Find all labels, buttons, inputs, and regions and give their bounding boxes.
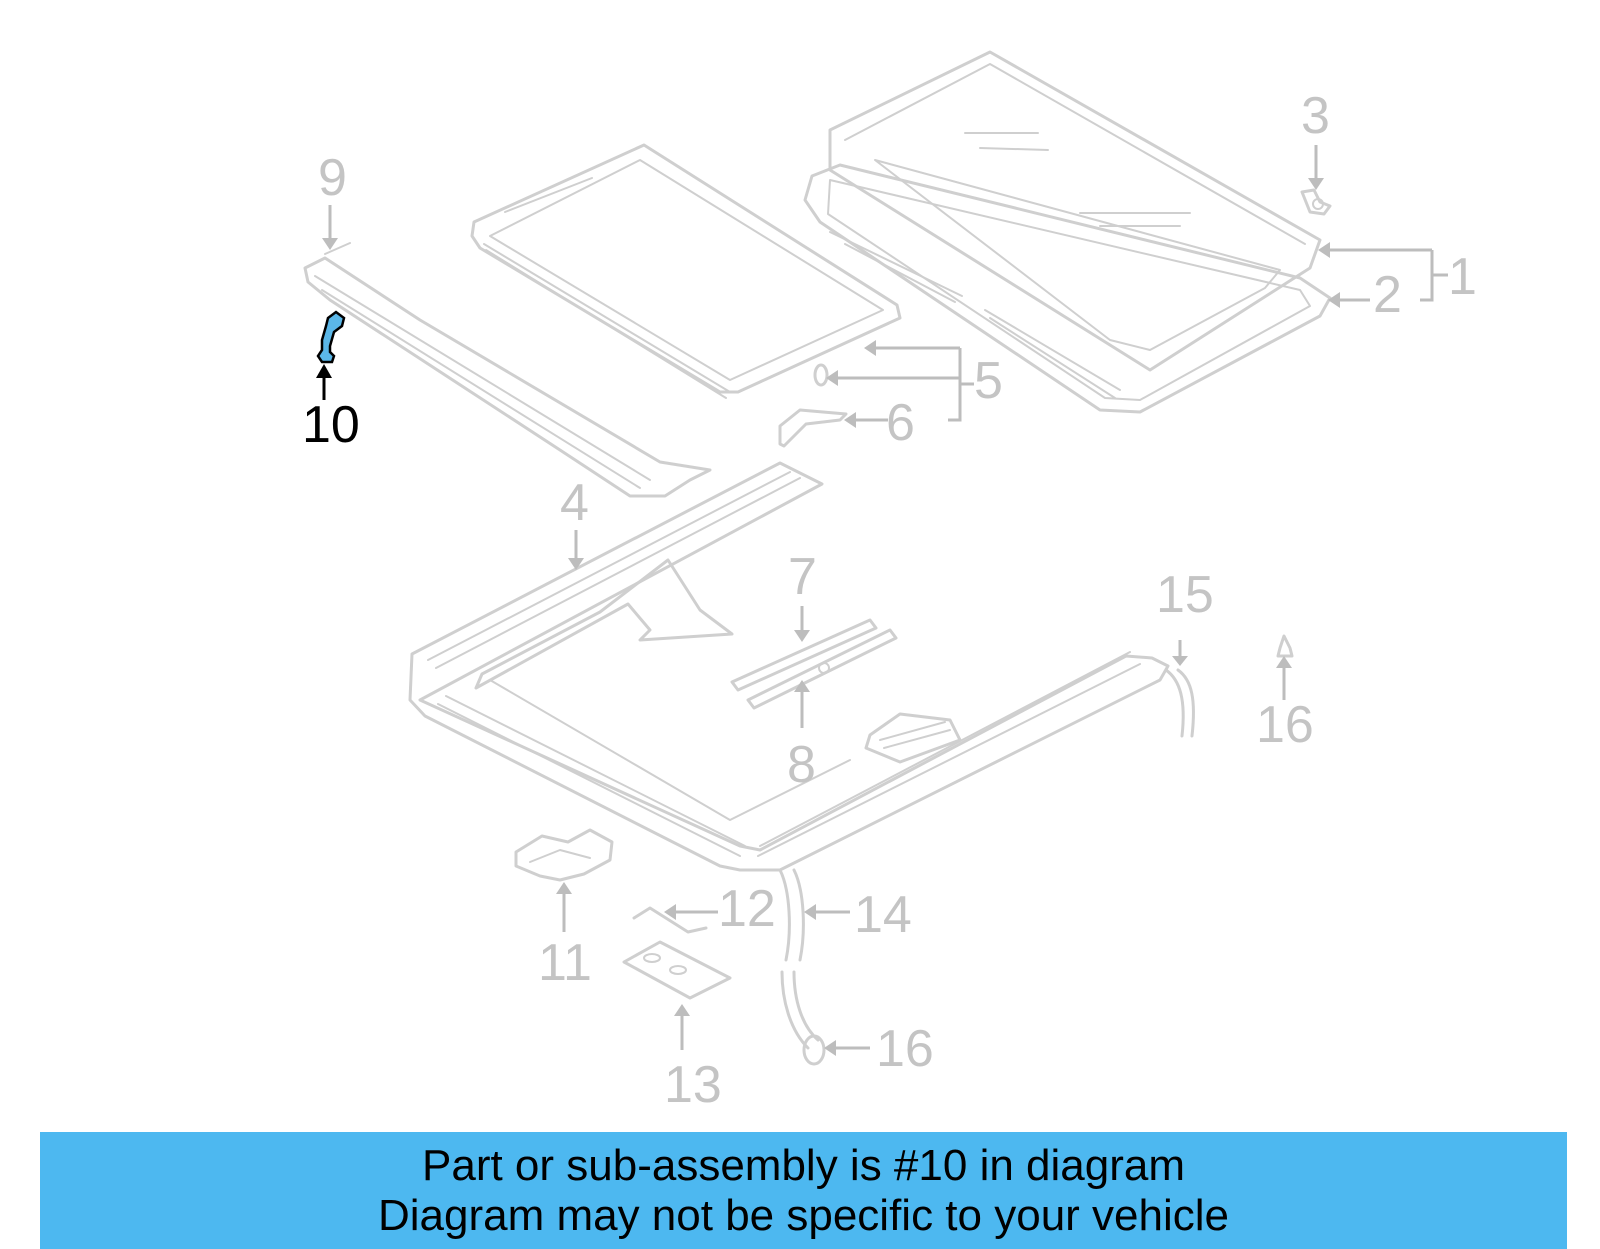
- callout-16-right: 16: [1256, 696, 1314, 754]
- callout-5: 5: [974, 352, 1003, 410]
- clip-part: [813, 363, 829, 387]
- deflector-rail: [303, 242, 712, 498]
- handle-part: [778, 408, 848, 448]
- callout-13: 13: [664, 1056, 722, 1114]
- drain-hose-part: [1164, 668, 1195, 738]
- sunroof-frame: [408, 461, 1170, 872]
- highlighted-part-10: [316, 310, 346, 364]
- glass-panel-assembly: [803, 50, 1332, 414]
- cable-part: [632, 906, 708, 934]
- callout-15: 15: [1156, 566, 1214, 624]
- callout-2: 2: [1373, 266, 1402, 324]
- callout-3: 3: [1301, 87, 1330, 145]
- callout-1: 1: [1448, 248, 1477, 306]
- bolt-part: [1300, 188, 1332, 216]
- leader-lines: [316, 145, 1448, 1056]
- callout-8: 8: [787, 736, 816, 794]
- banner-line-1: Part or sub-assembly is #10 in diagram: [422, 1140, 1185, 1190]
- lower-drain-hose: [778, 868, 826, 1066]
- callout-7: 7: [788, 548, 817, 606]
- guide-rails: [730, 618, 898, 710]
- callout-14: 14: [854, 886, 912, 944]
- motor-part: [514, 828, 614, 882]
- sunshade-panel: [470, 143, 902, 399]
- callout-4: 4: [560, 474, 589, 532]
- info-banner: Part or sub-assembly is #10 in diagram D…: [40, 1132, 1567, 1249]
- banner-line-2: Diagram may not be specific to your vehi…: [377, 1190, 1230, 1240]
- switch-plate-part: [622, 940, 732, 1000]
- drain-clip-part: [1276, 634, 1294, 658]
- callout-16-lower: 16: [876, 1020, 934, 1078]
- callout-11: 11: [538, 934, 592, 992]
- callout-12: 12: [718, 880, 776, 938]
- callout-10: 10: [302, 396, 360, 454]
- callout-9: 9: [318, 149, 347, 207]
- callout-6: 6: [886, 394, 915, 452]
